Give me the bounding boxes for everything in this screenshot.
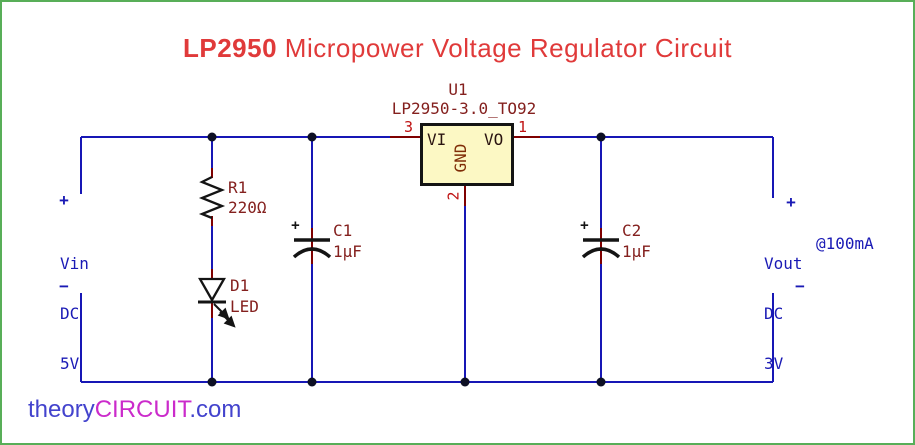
vout-plus-sign: + (786, 193, 796, 212)
vout-type: DC (764, 304, 784, 323)
capacitor2-value: 1µF (622, 242, 651, 261)
vout-name: Vout (764, 254, 803, 273)
vout-label: Vout DC 3V (764, 223, 803, 405)
capacitor2-symbol (581, 238, 621, 259)
capacitor2-ref: C2 (622, 221, 642, 240)
capacitor1-ref: C1 (333, 221, 353, 240)
led-value: LED (230, 297, 259, 316)
resistor-symbol (198, 175, 226, 220)
capacitor2-polarity-mark: + (580, 217, 589, 234)
output-current-note: @100mA (816, 234, 874, 253)
pin-name-vi: VI (427, 130, 447, 149)
vin-type: DC (60, 304, 80, 323)
led-triangle (198, 277, 226, 303)
wire-net (80, 136, 774, 383)
watermark-suffix: .com (189, 396, 242, 423)
led-emission-arrows (213, 303, 236, 328)
capacitor1-curved-plate (292, 247, 332, 259)
watermark: theoryCIRCUIT.com (28, 398, 241, 422)
regulator-body (420, 123, 514, 186)
vin-plus-sign: + (59, 191, 69, 210)
pin-number-vo: 1 (518, 118, 528, 136)
vin-name: Vin (60, 254, 89, 273)
resistor-value: 220Ω (228, 198, 267, 217)
junction-dot (596, 132, 606, 142)
junction-dot (307, 377, 317, 387)
led-symbol (198, 277, 236, 328)
pin-name-gnd: GND (451, 143, 470, 173)
regulator-part-number: LP2950-3.0_TO92 (391, 99, 537, 118)
page-title: LP2950 Micropower Voltage Regulator Circ… (2, 35, 913, 61)
watermark-brand: CIRCUIT (94, 396, 190, 423)
vin-voltage: 5V (60, 354, 80, 373)
junction-dot (596, 377, 606, 387)
junction-dot (207, 377, 217, 387)
junction-dot (460, 377, 470, 387)
pin-number-vi: 3 (404, 118, 414, 136)
vin-label: Vin DC 5V (60, 223, 99, 405)
capacitor2-curved-plate (581, 247, 621, 259)
component-leads (211, 136, 602, 318)
pin-number-gnd: 2 (444, 191, 463, 201)
capacitor1-symbol (292, 238, 332, 259)
led-ref: D1 (230, 276, 250, 295)
capacitor1-value: 1µF (333, 242, 362, 261)
junction-dot (307, 132, 317, 142)
vout-minus-sign: − (795, 277, 805, 296)
capacitor1-polarity-mark: + (291, 217, 300, 234)
regulator-ref: U1 (448, 80, 468, 99)
pin-name-vo: VO (484, 130, 504, 149)
junction-dots (207, 132, 606, 387)
title-product-name: LP2950 (183, 33, 278, 63)
vin-minus-sign: − (59, 277, 69, 296)
junction-dot (207, 132, 217, 142)
title-rest: Micropower Voltage Regulator Circuit (277, 33, 732, 63)
watermark-prefix: theory (28, 396, 95, 423)
vout-voltage: 3V (764, 354, 784, 373)
resistor-ref: R1 (228, 178, 248, 197)
